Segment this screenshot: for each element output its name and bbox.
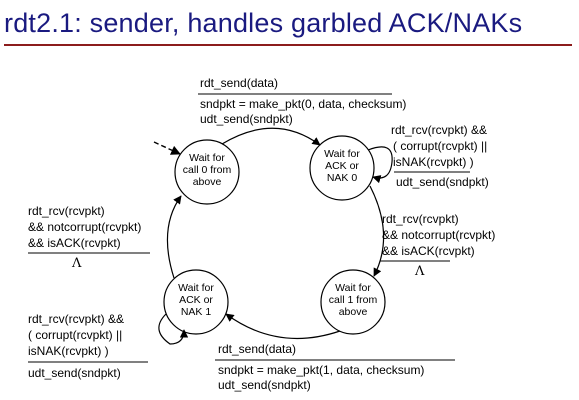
- t2-event-2: && notcorrupt(rcvpkt): [28, 220, 142, 234]
- title-underline: [4, 44, 572, 46]
- t2-action-lambda: Λ: [72, 256, 82, 271]
- state-circle-s2: [320, 269, 386, 335]
- t4-action-1: udt_send(sndpkt): [28, 366, 121, 380]
- state-label-s0: Wait for call 0 from above: [182, 152, 232, 188]
- self-loop-s1: [367, 146, 393, 184]
- t1-event-2: ( corrupt(rcvpkt) ||: [393, 139, 488, 153]
- initial-state-arrow: [153, 141, 181, 155]
- state-circle-s3: [163, 269, 229, 335]
- t0-action-2: udt_send(sndpkt): [200, 112, 293, 126]
- state-label-s2: Wait for call 1 from above: [328, 282, 378, 318]
- t3-event: rdt_send(data): [218, 342, 297, 356]
- t1-action-1: udt_send(sndpkt): [396, 175, 489, 189]
- t5-event-2: && notcorrupt(rcvpkt): [382, 228, 496, 242]
- transition-arrow-s0-s1: [221, 127, 321, 146]
- state-circle-s0: [174, 139, 240, 205]
- t5-action-lambda: Λ: [415, 264, 425, 279]
- t0-event: rdt_send(data): [200, 76, 279, 90]
- t4-event-2: ( corrupt(rcvpkt) ||: [28, 328, 123, 342]
- t5-event-1: rdt_rcv(rcvpkt): [382, 212, 459, 226]
- t4-event-1: rdt_rcv(rcvpkt) &&: [28, 312, 125, 326]
- state-circle-s1: [309, 135, 375, 201]
- t2-event-3: && isACK(rcvpkt): [28, 236, 121, 250]
- transition-arrow-s3-s0: [166, 195, 182, 279]
- t3-action-2: udt_send(sndpkt): [218, 378, 311, 392]
- t5-event-3: && isACK(rcvpkt): [382, 244, 475, 258]
- transition-arrow-s1-s2: [369, 185, 385, 277]
- self-loop-s3: [158, 313, 189, 345]
- t2-event-1: rdt_rcv(rcvpkt): [28, 204, 105, 218]
- t4-event-3: isNAK(rcvpkt) ): [28, 344, 109, 358]
- t1-event-3: isNAK(rcvpkt) ): [393, 155, 474, 169]
- t0-action-1: sndpkt = make_pkt(0, data, checksum): [200, 97, 407, 111]
- slide-title: rdt2.1: sender, handles garbled ACK/NAKs: [4, 8, 523, 38]
- transition-arrow-s2-s3: [225, 313, 341, 340]
- t3-action-1: sndpkt = make_pkt(1, data, checksum): [218, 363, 425, 377]
- state-label-s1: Wait for ACK or NAK 0: [324, 148, 360, 184]
- t1-event-1: rdt_rcv(rcvpkt) &&: [391, 123, 488, 137]
- state-label-s3: Wait for ACK or NAK 1: [178, 282, 214, 318]
